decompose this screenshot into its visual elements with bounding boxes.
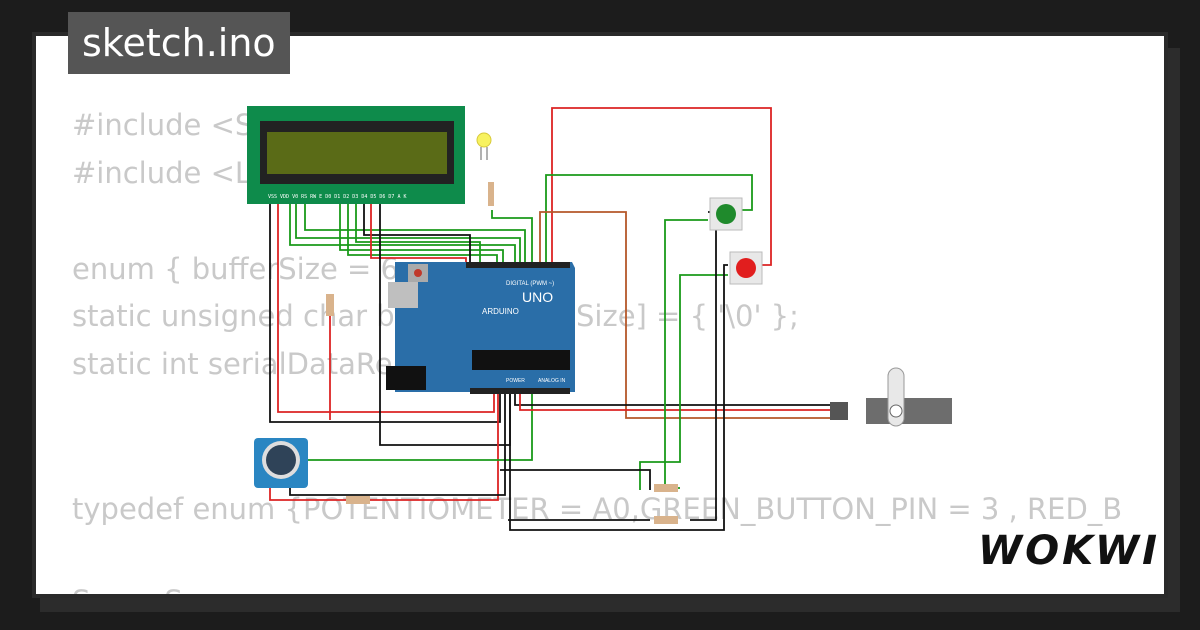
arduino-sublabel: ARDUINO: [482, 307, 519, 316]
wire-lcd-vdd: [277, 198, 495, 413]
wires: [269, 107, 830, 531]
code-line-9: typedef enum {POTENTIOMETER = A0,GREEN_B…: [72, 492, 1123, 526]
wire-brown: [539, 211, 830, 419]
wire-lcd-red: [370, 198, 467, 262]
lcd-display[interactable]: VSS VDD V0 RS RW E D0 D1 D2 D3 D4 D5 D6 …: [247, 106, 465, 204]
wire-pot-3: [289, 392, 506, 496]
wire-lcd-5: [347, 198, 498, 262]
wire-lcd-7: [363, 198, 471, 262]
frame-shadow-bottom: [40, 598, 1180, 612]
wire-lcd-4: [339, 198, 504, 262]
wire-btn-gnd1: [690, 211, 717, 521]
file-tab[interactable]: sketch.ino: [68, 12, 290, 74]
analog-label: ANALOG IN: [538, 378, 566, 384]
digital-label: DIGITAL (PWM ~): [506, 281, 554, 287]
red-pushbutton[interactable]: [729, 251, 763, 285]
arduino-label: UNO: [522, 289, 553, 305]
lcd-pin-labels: VSS VDD V0 RS RW E D0 D1 D2 D3 D4 D5 D6 …: [268, 194, 406, 200]
wire-servo-2: [519, 392, 830, 411]
led[interactable]: [476, 132, 494, 206]
wire-red-top: [551, 107, 772, 266]
wire-btn-red: [639, 274, 728, 490]
wire-pot-1: [269, 392, 499, 501]
preview-frame: #include <Se #include <Li enum { bufferS…: [32, 32, 1168, 598]
code-line-4: enum { bufferSize = 6: [72, 252, 399, 286]
code-line-6: static int serialDataRe: [72, 347, 393, 381]
wire-lcd-6: [355, 198, 481, 262]
wire-servo-1: [514, 392, 830, 406]
code-background: #include <Se #include <Li enum { bufferS…: [72, 36, 1122, 594]
green-pushbutton[interactable]: [709, 197, 743, 231]
frame-shadow-right: [1168, 48, 1180, 602]
wire-led: [491, 210, 533, 262]
wire-btn-gnd2: [509, 264, 728, 531]
wokwi-logo: WOKWI: [978, 528, 1161, 574]
potentiometer[interactable]: [254, 438, 308, 488]
code-line-2: #include <Li: [72, 156, 260, 190]
servo-motor[interactable]: [830, 367, 952, 427]
code-line-11: Servo Servo...: [72, 584, 275, 594]
arduino-uno[interactable]: UNO ARDUINO DIGITAL (PWM ~) POWER ANALOG…: [386, 262, 575, 394]
wire-green-top: [545, 174, 753, 262]
wire-lcd-1: [289, 198, 516, 262]
resistors: [326, 294, 678, 524]
wire-lcd-2: [295, 198, 521, 262]
wire-res-1: [500, 469, 651, 490]
wire-btn-green: [664, 219, 708, 489]
wire-lcd-gnd: [269, 198, 501, 423]
code-line-5: static unsigned char b: [72, 299, 395, 333]
wire-lcd-3: [304, 198, 526, 262]
power-label: POWER: [506, 378, 525, 384]
